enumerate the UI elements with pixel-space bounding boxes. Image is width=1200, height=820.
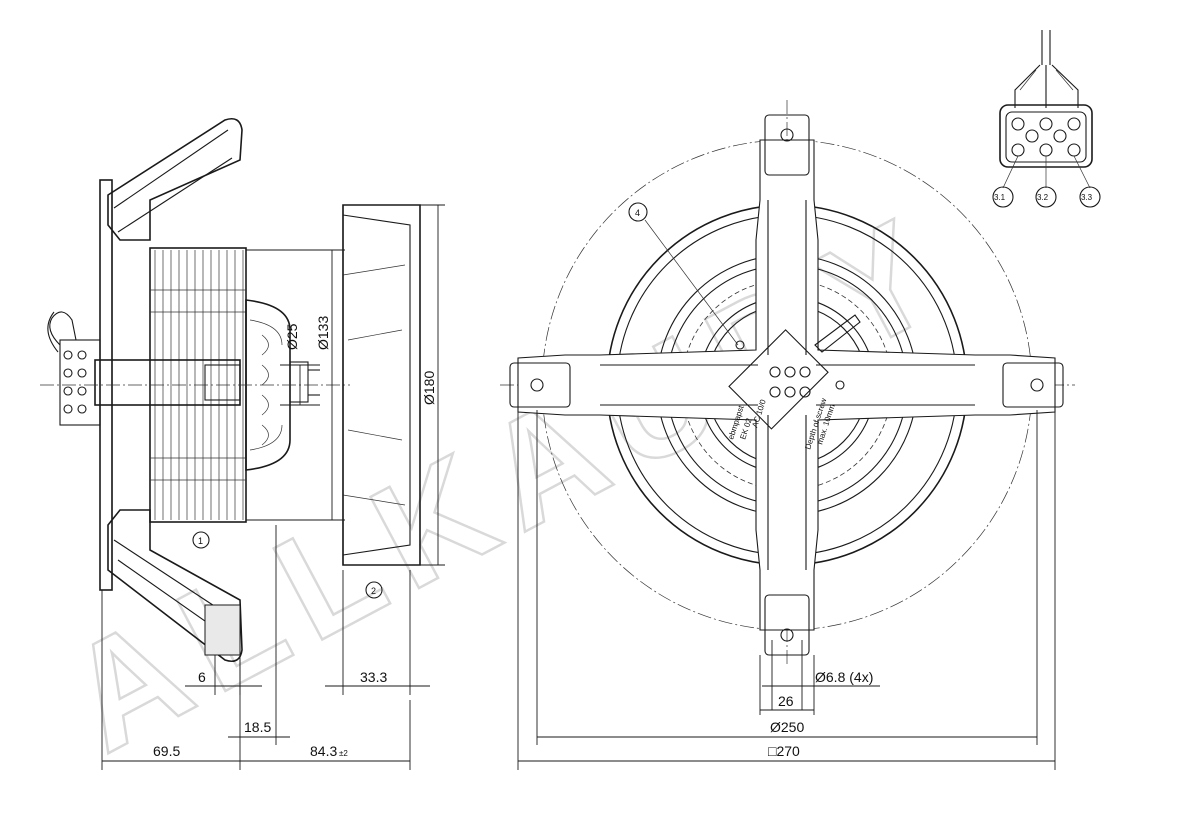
svg-text:4: 4: [635, 208, 640, 218]
front-view: ebmpapst EK 02 AC 10/0 Depth of screw ma…: [500, 100, 1075, 665]
side-view: 1 2: [40, 117, 421, 663]
svg-text:3.3: 3.3: [1081, 193, 1093, 202]
svg-text:2: 2: [371, 586, 376, 596]
mount-hole-top: [780, 128, 794, 142]
callout-3-3: 3.3: [1079, 186, 1101, 208]
callout-3-2: 3.2: [1035, 186, 1057, 208]
callout-2: 2: [365, 581, 383, 599]
dim-33-3: 33.3: [360, 669, 387, 685]
svg-text:3.2: 3.2: [1037, 193, 1049, 202]
front-dimensions: Ø6.8 (4x) 26 Ø250 □270: [517, 410, 1056, 770]
dim-69-5: 69.5: [153, 743, 180, 759]
callout-1: 1: [192, 531, 210, 549]
svg-text:1: 1: [198, 536, 203, 546]
dim-84-3: 84.3: [310, 743, 337, 759]
svg-text:3.1: 3.1: [994, 193, 1006, 202]
dim-84-3-tolerance: ±2: [339, 749, 348, 758]
dim-6: 6: [198, 669, 206, 685]
mount-hole-left: [530, 378, 544, 392]
watermark: ALLKAUDY: [41, 180, 975, 783]
connector-detail: 3.1 3.2 3.3: [992, 30, 1101, 208]
dim-d6-8: Ø6.8 (4x): [815, 669, 873, 685]
shaft: [94, 359, 241, 406]
callout-4: 4: [628, 202, 739, 346]
clip-section: [204, 604, 241, 656]
side-terminal-block: [47, 311, 101, 426]
mount-hole-bottom: [780, 628, 794, 642]
side-dimensions: Ø25 Ø133 Ø180 6 33.3 18.5 69.5 84.3 ±2: [101, 204, 445, 770]
dim-d25: Ø25: [284, 323, 300, 350]
dim-18-5: 18.5: [244, 719, 271, 735]
dim-d250: Ø250: [770, 719, 804, 735]
mount-hole-right: [1030, 378, 1044, 392]
dim-26: 26: [778, 693, 794, 709]
dim-d133: Ø133: [315, 316, 331, 350]
callout-3-1: 3.1: [992, 186, 1014, 208]
dim-270: □270: [768, 743, 800, 759]
dim-d180: Ø180: [421, 371, 437, 405]
